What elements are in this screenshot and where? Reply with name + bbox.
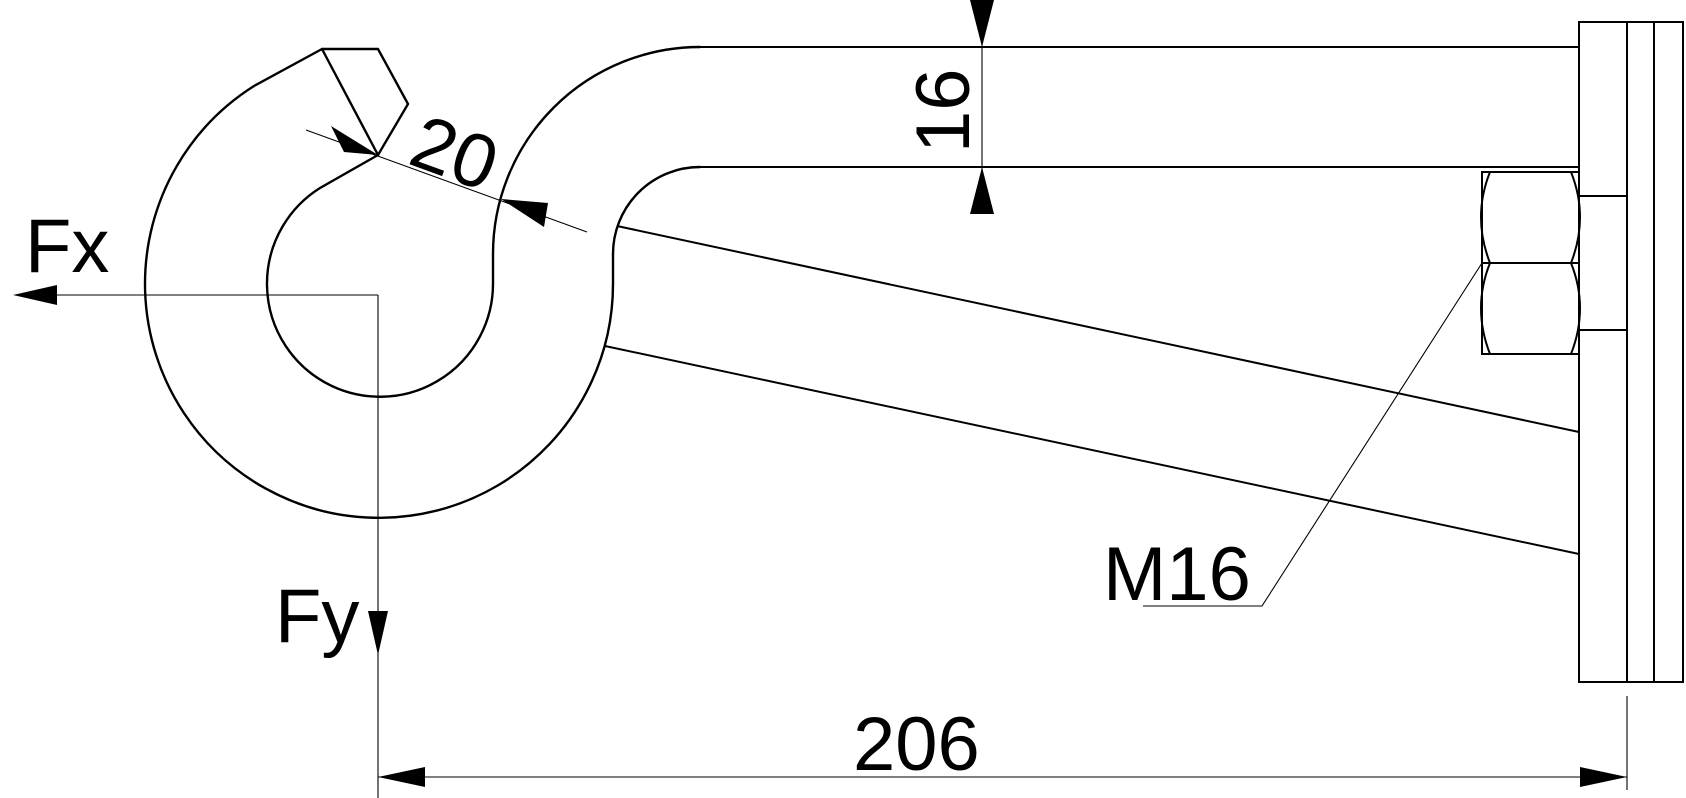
force-lines [13,285,388,798]
dimension-thickness [970,0,994,214]
dim-20-arrowhead-left [331,126,378,155]
dim-20-arrowhead-right [501,199,548,227]
horizontal-arm [700,46,1579,168]
thread-leader [1143,262,1483,607]
dim-20-label: 20 [400,99,509,208]
dim-16-arrowhead-top [970,0,994,47]
dim-16-arrowhead-bottom [970,167,994,214]
dim-16-label: 16 [901,68,986,153]
nut [1480,171,1581,355]
inclined-brace [604,225,1580,555]
dim-206-arrowhead-right [1580,767,1627,787]
dim-206-arrowhead-left [378,767,425,787]
mounting-plate [1578,21,1684,683]
fy-arrowhead [368,611,388,655]
thread-label: M16 [1103,532,1251,617]
fy-label: Fy [275,574,359,659]
dimension-section [305,126,588,233]
hook-body [143,45,702,520]
fx-label: Fx [25,204,109,289]
fx-arrowhead [13,285,57,305]
dim-206-label: 206 [853,702,980,787]
dimension-length [378,696,1628,790]
